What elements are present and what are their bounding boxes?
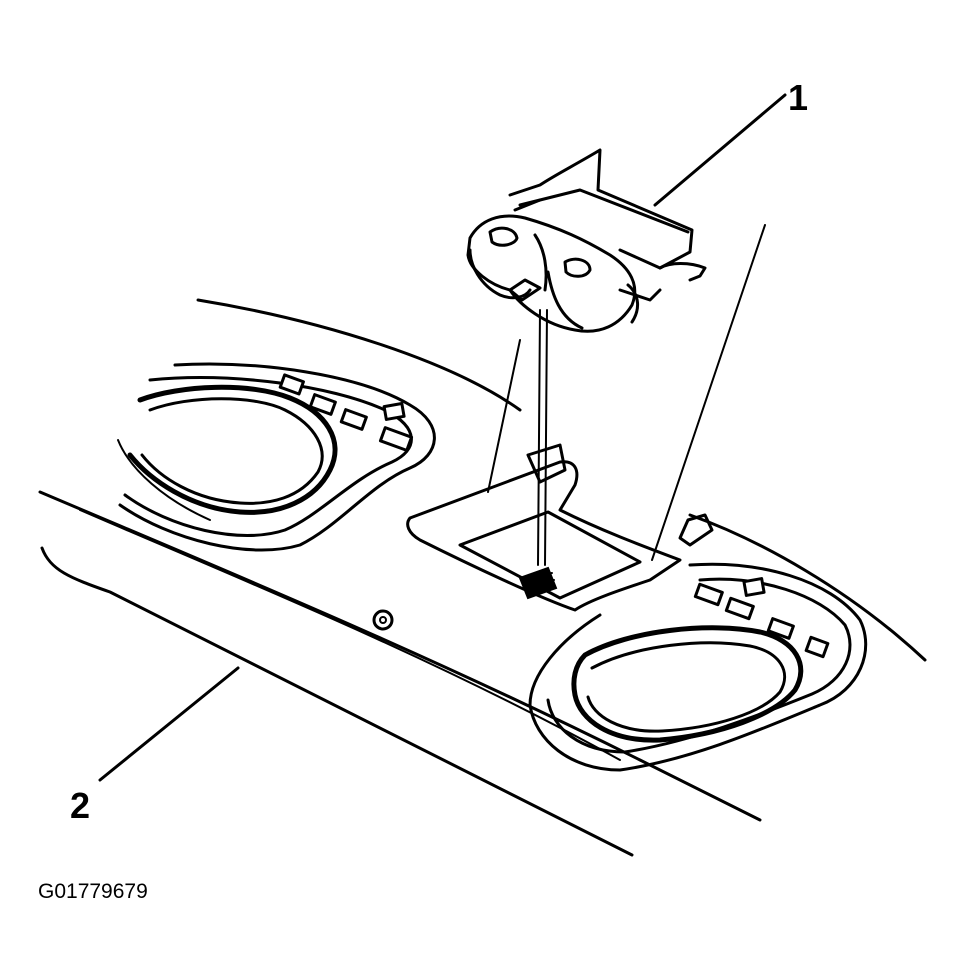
leader-line-2 [98,666,240,782]
overhead-module-assembly [466,148,766,566]
callout-2: 2 [70,785,91,826]
console-back-edge [196,298,522,412]
console-front-lower-edge [40,546,634,857]
figure-id-label: G01779679 [38,880,148,903]
console-bevel-line [79,509,621,761]
right-reading-lamp [528,562,868,772]
console-module-opening [372,460,682,631]
console-back-edge-right [688,513,927,662]
console-front-top-edge [38,490,762,822]
projection-line-right [651,224,766,561]
projection-line-left [487,339,521,493]
left-reading-lamp [117,362,436,552]
callout-1: 1 [788,77,809,118]
leader-line-1 [653,93,787,207]
overhead-console-body [38,298,927,857]
